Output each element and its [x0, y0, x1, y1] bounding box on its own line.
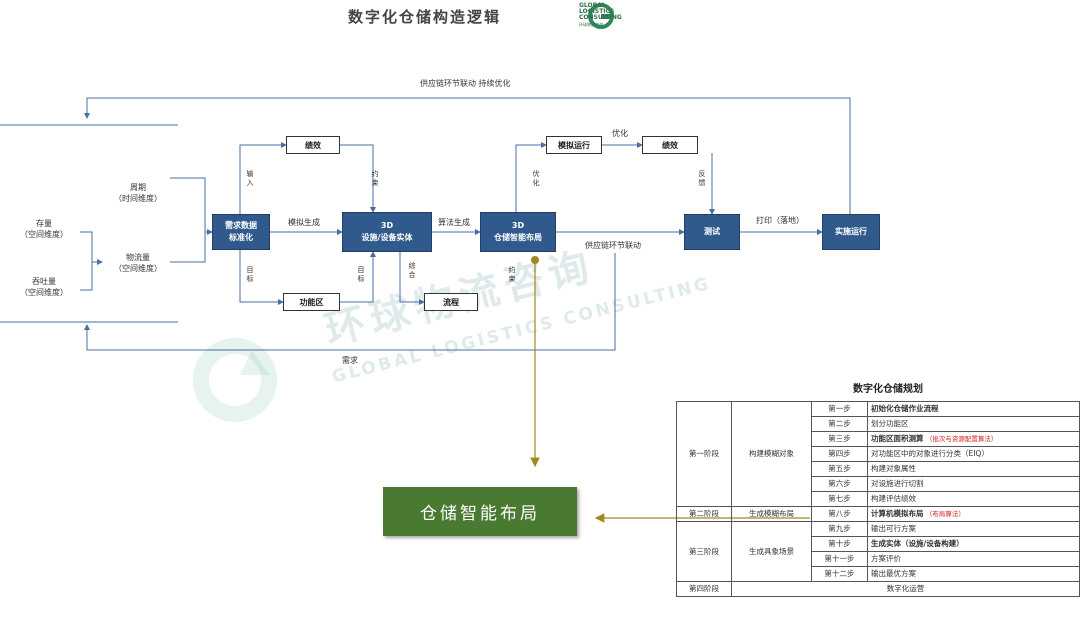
step-text-cell: 计算机模拟布局 （布局算法）: [867, 506, 1080, 522]
phase-cell: 第一阶段: [676, 401, 732, 507]
edge-label-input: 输入: [246, 170, 254, 187]
throughput-label: 吞吐量（空间维度）: [20, 277, 68, 297]
step-cell: 第五步: [811, 461, 868, 477]
phase-name-cell: 构建模糊对象: [731, 401, 812, 507]
step-text-cell: 构建对象属性: [867, 461, 1080, 477]
step-text-cell: 生成实体（设施/设备构建）: [867, 536, 1080, 552]
logistics-volume-label: 物流量（空间维度）: [114, 253, 162, 273]
edge-label-constraint-1: 约束: [371, 170, 379, 187]
edge-label-optimize-1: 优化: [532, 170, 540, 187]
phase-name-cell: 生成具象场景: [731, 521, 812, 582]
node-performance-1[interactable]: 绩效: [286, 136, 340, 154]
node-demand-standardization[interactable]: 需求数据标准化: [212, 214, 270, 250]
step-text-cell: 输出最优方案: [867, 566, 1080, 582]
logo-text: GLOBAL LOGISTICS CONSULTING: [579, 2, 622, 21]
phase-name-cell: 生成模糊布局: [731, 506, 812, 522]
edge-label-constraint-2: 约束: [508, 266, 516, 283]
step-text-cell: 对功能区中的对象进行分类（EIQ）: [867, 446, 1080, 462]
plan-title: 数字化仓储规划: [853, 384, 923, 395]
node-run[interactable]: 实施运行: [822, 214, 880, 250]
step-cell: 第十一步: [811, 551, 868, 567]
edge-label-optimize-2: 优化: [612, 129, 628, 138]
table-row: 第三阶段 生成具象场景 第九步 输出可行方案: [676, 521, 1080, 582]
step-text-cell: 构建评估绩效: [867, 491, 1080, 507]
watermark-logo-icon: [193, 338, 277, 422]
node-process[interactable]: 流程: [424, 293, 478, 311]
table-row: 第四步 对功能区中的对象进行分类（EIQ）: [677, 446, 1080, 462]
logo-icon: [588, 3, 614, 29]
step-cell: 第二步: [811, 416, 868, 432]
result-smart-layout-box[interactable]: 仓储智能布局: [383, 487, 577, 536]
edge-label-algo-gen: 算法生成: [438, 218, 470, 227]
page-title: 数字化仓储构造逻辑: [348, 8, 502, 26]
top-loop-label: 供应链环节联动 持续优化: [420, 79, 511, 88]
phase-cell: 第四阶段: [676, 581, 732, 597]
edge-label-sim-gen: 模拟生成: [288, 218, 320, 227]
table-row: 第三步 功能区面积测算 （批次与资源配置算法）: [677, 431, 1080, 447]
edge-label-supply-link: 供应链环节联动: [585, 241, 641, 250]
node-simulation[interactable]: 模拟运行: [546, 136, 602, 154]
step-text-cell: 初始化仓储作业流程: [867, 401, 1080, 417]
step-note: （布局算法）: [925, 510, 965, 518]
plan-table: 第一阶段 构建模糊对象 第一步 初始化仓储作业流程 第二步 划分功能区 第三步 …: [676, 401, 1080, 597]
node-test[interactable]: 测试: [684, 214, 740, 250]
phase-name-cell: 数字化运营: [731, 581, 1080, 597]
phase-cell: 第三阶段: [676, 521, 732, 582]
phase-cell: 第二阶段: [676, 506, 732, 522]
step-cell: 第一步: [811, 401, 868, 417]
table-row: 第六步 对设施进行切割: [677, 476, 1080, 492]
table-row: 第二阶段 生成模糊布局 第八步 计算机模拟布局 （布局算法）: [676, 506, 1080, 522]
table-row: 第一阶段 构建模糊对象 第一步 初始化仓储作业流程: [676, 401, 1080, 507]
step-cell: 第九步: [811, 521, 868, 537]
node-function-area[interactable]: 功能区: [283, 293, 340, 311]
stock-label: 存量（空间维度）: [20, 219, 68, 239]
step-note: （批次与资源配置算法）: [925, 435, 998, 443]
step-text-cell: 输出可行方案: [867, 521, 1080, 537]
logo-subtext: 环球物流咨询: [579, 22, 603, 27]
table-row: 第十二步 输出最优方案: [677, 566, 1080, 582]
step-cell: 第八步: [811, 506, 868, 522]
edge-label-print: 打印（落地）: [756, 216, 804, 225]
step-cell: 第七步: [811, 491, 868, 507]
step-cell: 第三步: [811, 431, 868, 447]
table-row: 第十步 生成实体（设施/设备构建）: [677, 536, 1080, 552]
step-text-cell: 对设施进行切割: [867, 476, 1080, 492]
cycle-label: 周期（时间维度）: [114, 183, 162, 203]
edge-label-combine: 综合: [408, 262, 416, 279]
step-cell: 第十二步: [811, 566, 868, 582]
node-performance-2[interactable]: 绩效: [642, 136, 698, 154]
edge-label-target-1: 目标: [246, 266, 254, 283]
step-text-cell: 方案评价: [867, 551, 1080, 567]
table-row: 第四阶段 数字化运营: [676, 581, 1080, 597]
edge-label-feedback: 反馈: [698, 170, 706, 187]
step-text-cell: 划分功能区: [867, 416, 1080, 432]
table-row: 第五步 构建对象属性: [677, 461, 1080, 477]
edge-label-demand: 需求: [342, 356, 358, 365]
step-cell: 第四步: [811, 446, 868, 462]
step-cell: 第十步: [811, 536, 868, 552]
step-text-cell: 功能区面积测算 （批次与资源配置算法）: [867, 431, 1080, 447]
edge-label-target-2: 目标: [357, 266, 365, 283]
step-cell: 第六步: [811, 476, 868, 492]
